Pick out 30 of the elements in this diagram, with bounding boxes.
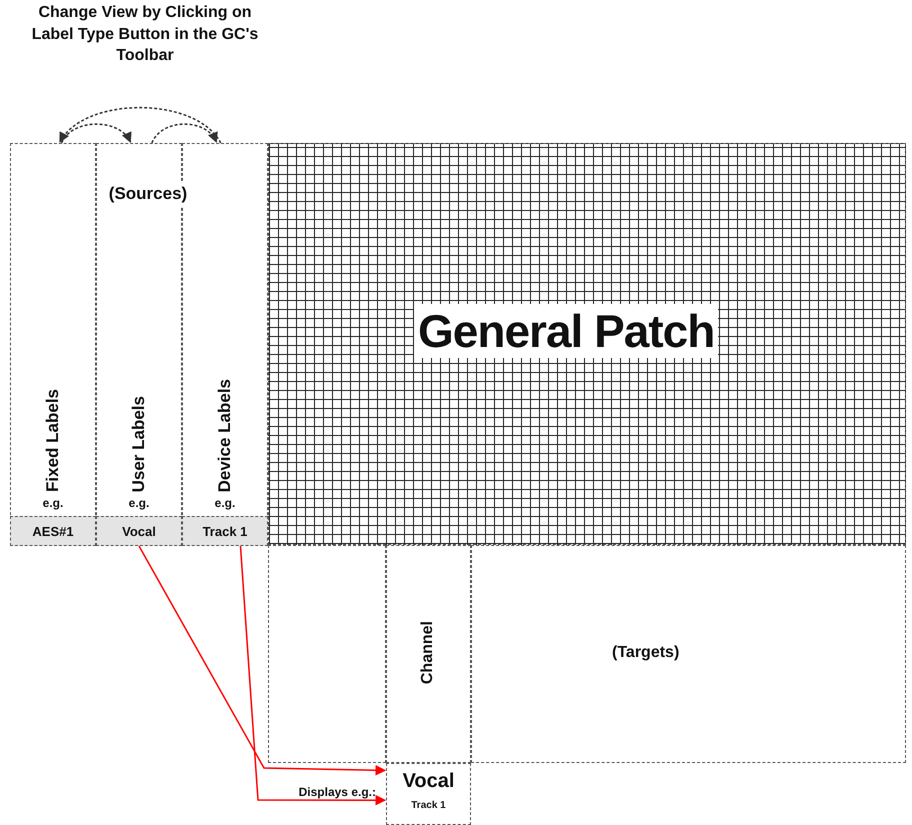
targets-area [471,545,906,763]
arrow [60,123,132,144]
example-cell [96,516,182,546]
target-column [268,545,386,763]
column-label: Fixed Labels [43,389,63,492]
arrow [138,546,386,776]
display-cell [386,763,471,825]
example-note: e.g. [128,496,150,510]
arrow [59,106,222,144]
example-value: Track 1 [202,524,248,538]
column-label: User Labels [129,396,149,492]
column-label: Channel [419,621,437,684]
label-column [10,143,96,545]
example-value: AES#1 [32,524,74,538]
example-note: e.g. [42,496,64,510]
arrow [151,123,218,144]
example-cell [182,516,268,546]
patch-grid [268,143,906,545]
display-caption: Displays e.g.: [298,785,376,799]
target-column [386,545,471,763]
display-subvalue: Track 1 [410,800,447,811]
example-note: e.g. [214,496,236,510]
display-value: Vocal [402,770,456,793]
example-value: Vocal [122,524,156,538]
patch-title: General Patch [414,304,718,358]
column-label: Device Labels [215,378,235,492]
instruction-note: Change View by Clicking on Label Type Button in the GC's Toolbar [30,3,260,66]
example-cell [10,516,96,546]
area-label: (Targets) [612,644,680,662]
arrow [240,546,386,806]
